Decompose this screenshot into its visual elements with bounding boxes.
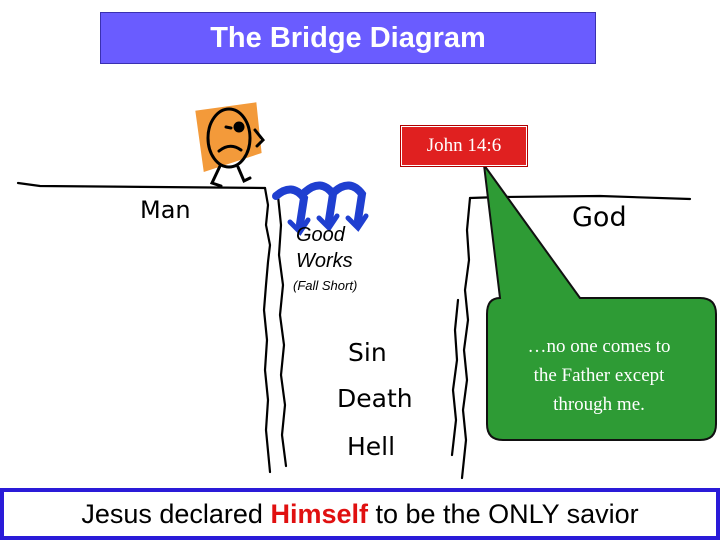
good-works-label: Good Works bbox=[296, 222, 368, 274]
god-label: God bbox=[572, 202, 627, 233]
hell-label: Hell bbox=[347, 432, 396, 461]
bubble-line-1: …no one comes to bbox=[527, 336, 671, 357]
man-label: Man bbox=[140, 196, 191, 224]
scripture-reference: John 14:6 bbox=[426, 135, 502, 156]
bubble-quote: …no one comes to the Father except throu… bbox=[488, 332, 710, 419]
sin-label: Sin bbox=[348, 338, 387, 367]
title-banner: The Bridge Diagram bbox=[100, 12, 596, 64]
speech-bubble-icon bbox=[482, 161, 717, 441]
footer-text-end: to be the ONLY savior bbox=[368, 498, 639, 529]
death-label: Death bbox=[337, 384, 413, 413]
good-works-line-2: Works bbox=[296, 250, 353, 272]
scripture-reference-box: John 14:6 bbox=[401, 126, 527, 166]
footer-banner: Jesus declared Himself to be the ONLY sa… bbox=[0, 488, 720, 540]
diagram-title: The Bridge Diagram bbox=[210, 21, 486, 54]
good-works-line-1: Good bbox=[296, 224, 345, 246]
bubble-line-2: the Father except bbox=[533, 365, 665, 386]
footer-caption: Jesus declared Himself to be the ONLY sa… bbox=[4, 492, 716, 536]
footer-highlight: Himself bbox=[270, 498, 368, 529]
right-cliff bbox=[450, 194, 692, 480]
good-works-arrow-icon bbox=[272, 181, 369, 236]
fall-short-label: (Fall Short) bbox=[293, 278, 358, 293]
left-cliff bbox=[16, 181, 288, 474]
footer-text-start: Jesus declared bbox=[81, 498, 271, 529]
worried-man-icon bbox=[195, 102, 266, 188]
bubble-line-3: through me. bbox=[553, 394, 645, 415]
